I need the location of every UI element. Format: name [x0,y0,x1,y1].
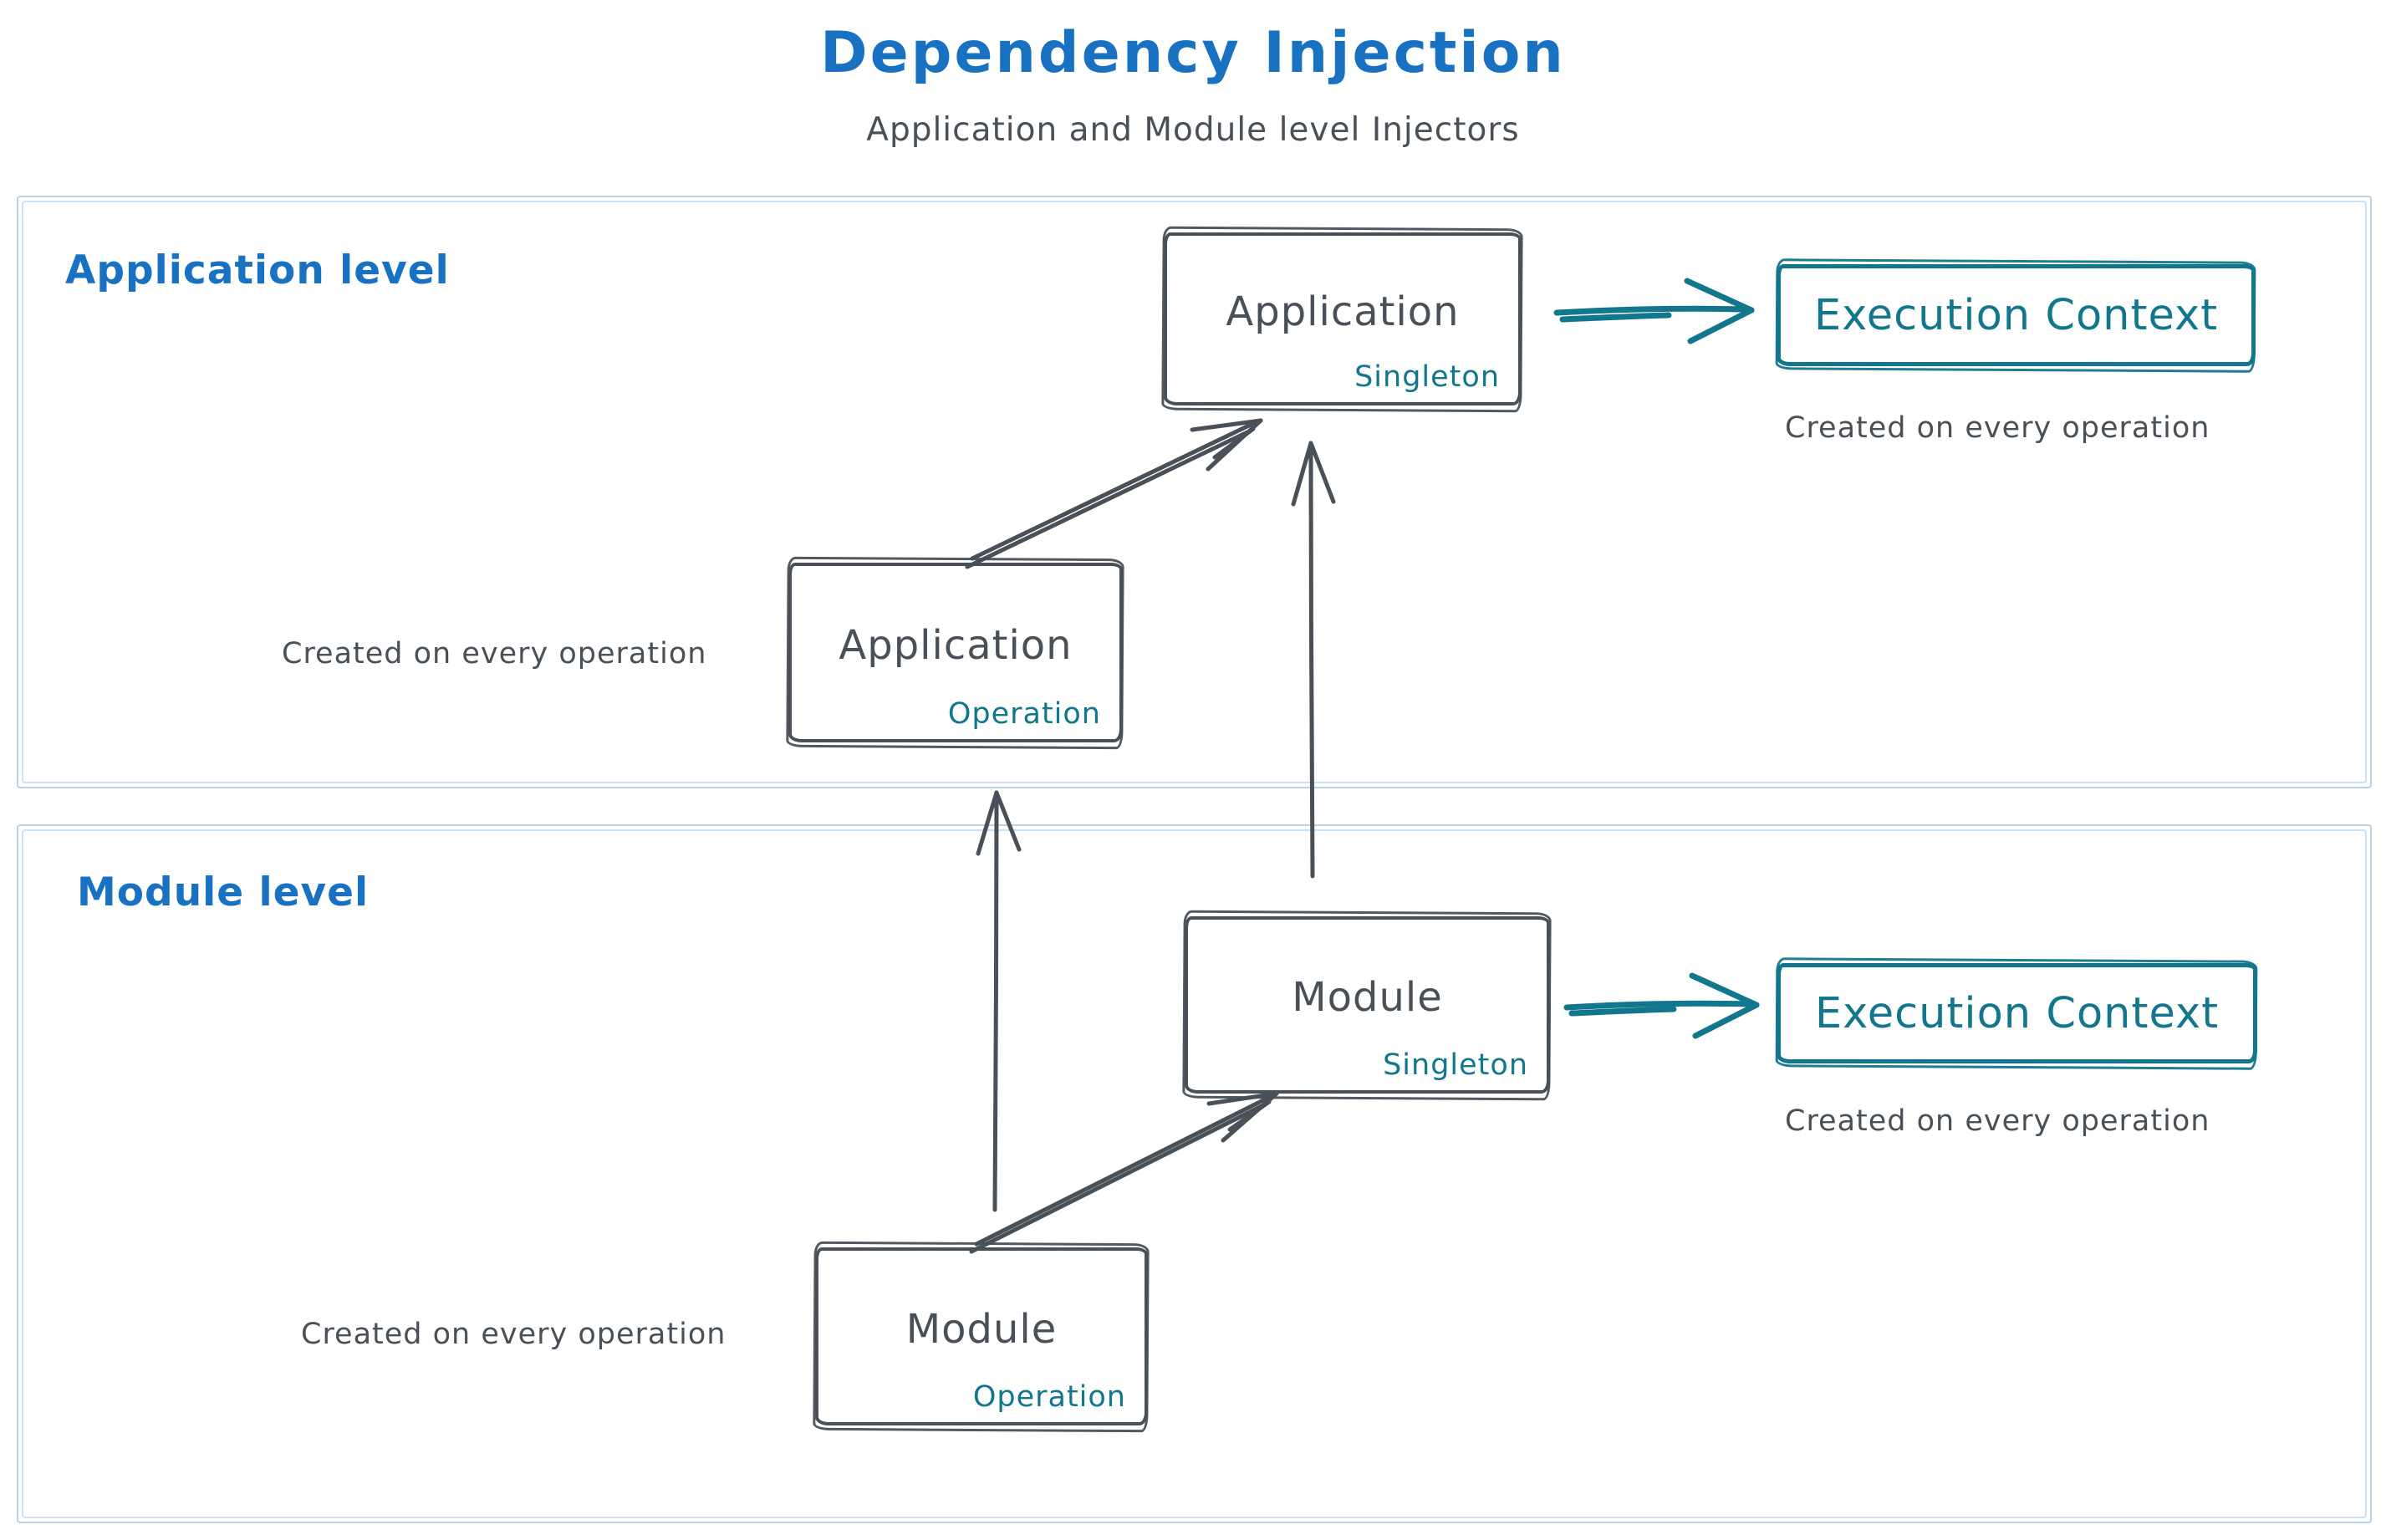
diagram-subtitle: Application and Module level Injectors [866,111,1520,149]
singleton-tag: Singleton [1383,1048,1528,1082]
module-level-label: Module level [77,869,370,915]
box-title: Application [1226,288,1460,335]
caption-created-on-every-operation: Created on every operation [1785,1104,2210,1138]
box-title: Execution Context [1814,988,2220,1038]
diagram-title: Dependency Injection [820,20,1566,86]
box-title: Execution Context [1813,290,2219,340]
application-operation-box: Application Operation [788,563,1123,742]
application-singleton-box: Application Singleton [1164,232,1522,405]
operation-tag: Operation [972,1380,1126,1414]
caption-created-on-every-operation: Created on every operation [1785,411,2210,445]
box-title: Module [905,1305,1058,1353]
application-execution-context-box: Execution Context [1777,264,2256,366]
application-level-label: Application level [65,247,450,293]
operation-tag: Operation [947,697,1101,731]
singleton-tag: Singleton [1354,360,1500,394]
module-execution-context-box: Execution Context [1777,963,2257,1063]
box-title: Module [1292,974,1443,1021]
module-singleton-box: Module Singleton [1185,916,1550,1094]
application-level-section: Application level [17,196,2372,788]
caption-created-on-every-operation: Created on every operation [282,637,707,671]
box-title: Application [839,621,1073,669]
module-operation-box: Module Operation [815,1247,1148,1425]
module-level-section: Module level [17,824,2372,1523]
caption-created-on-every-operation: Created on every operation [301,1318,727,1351]
